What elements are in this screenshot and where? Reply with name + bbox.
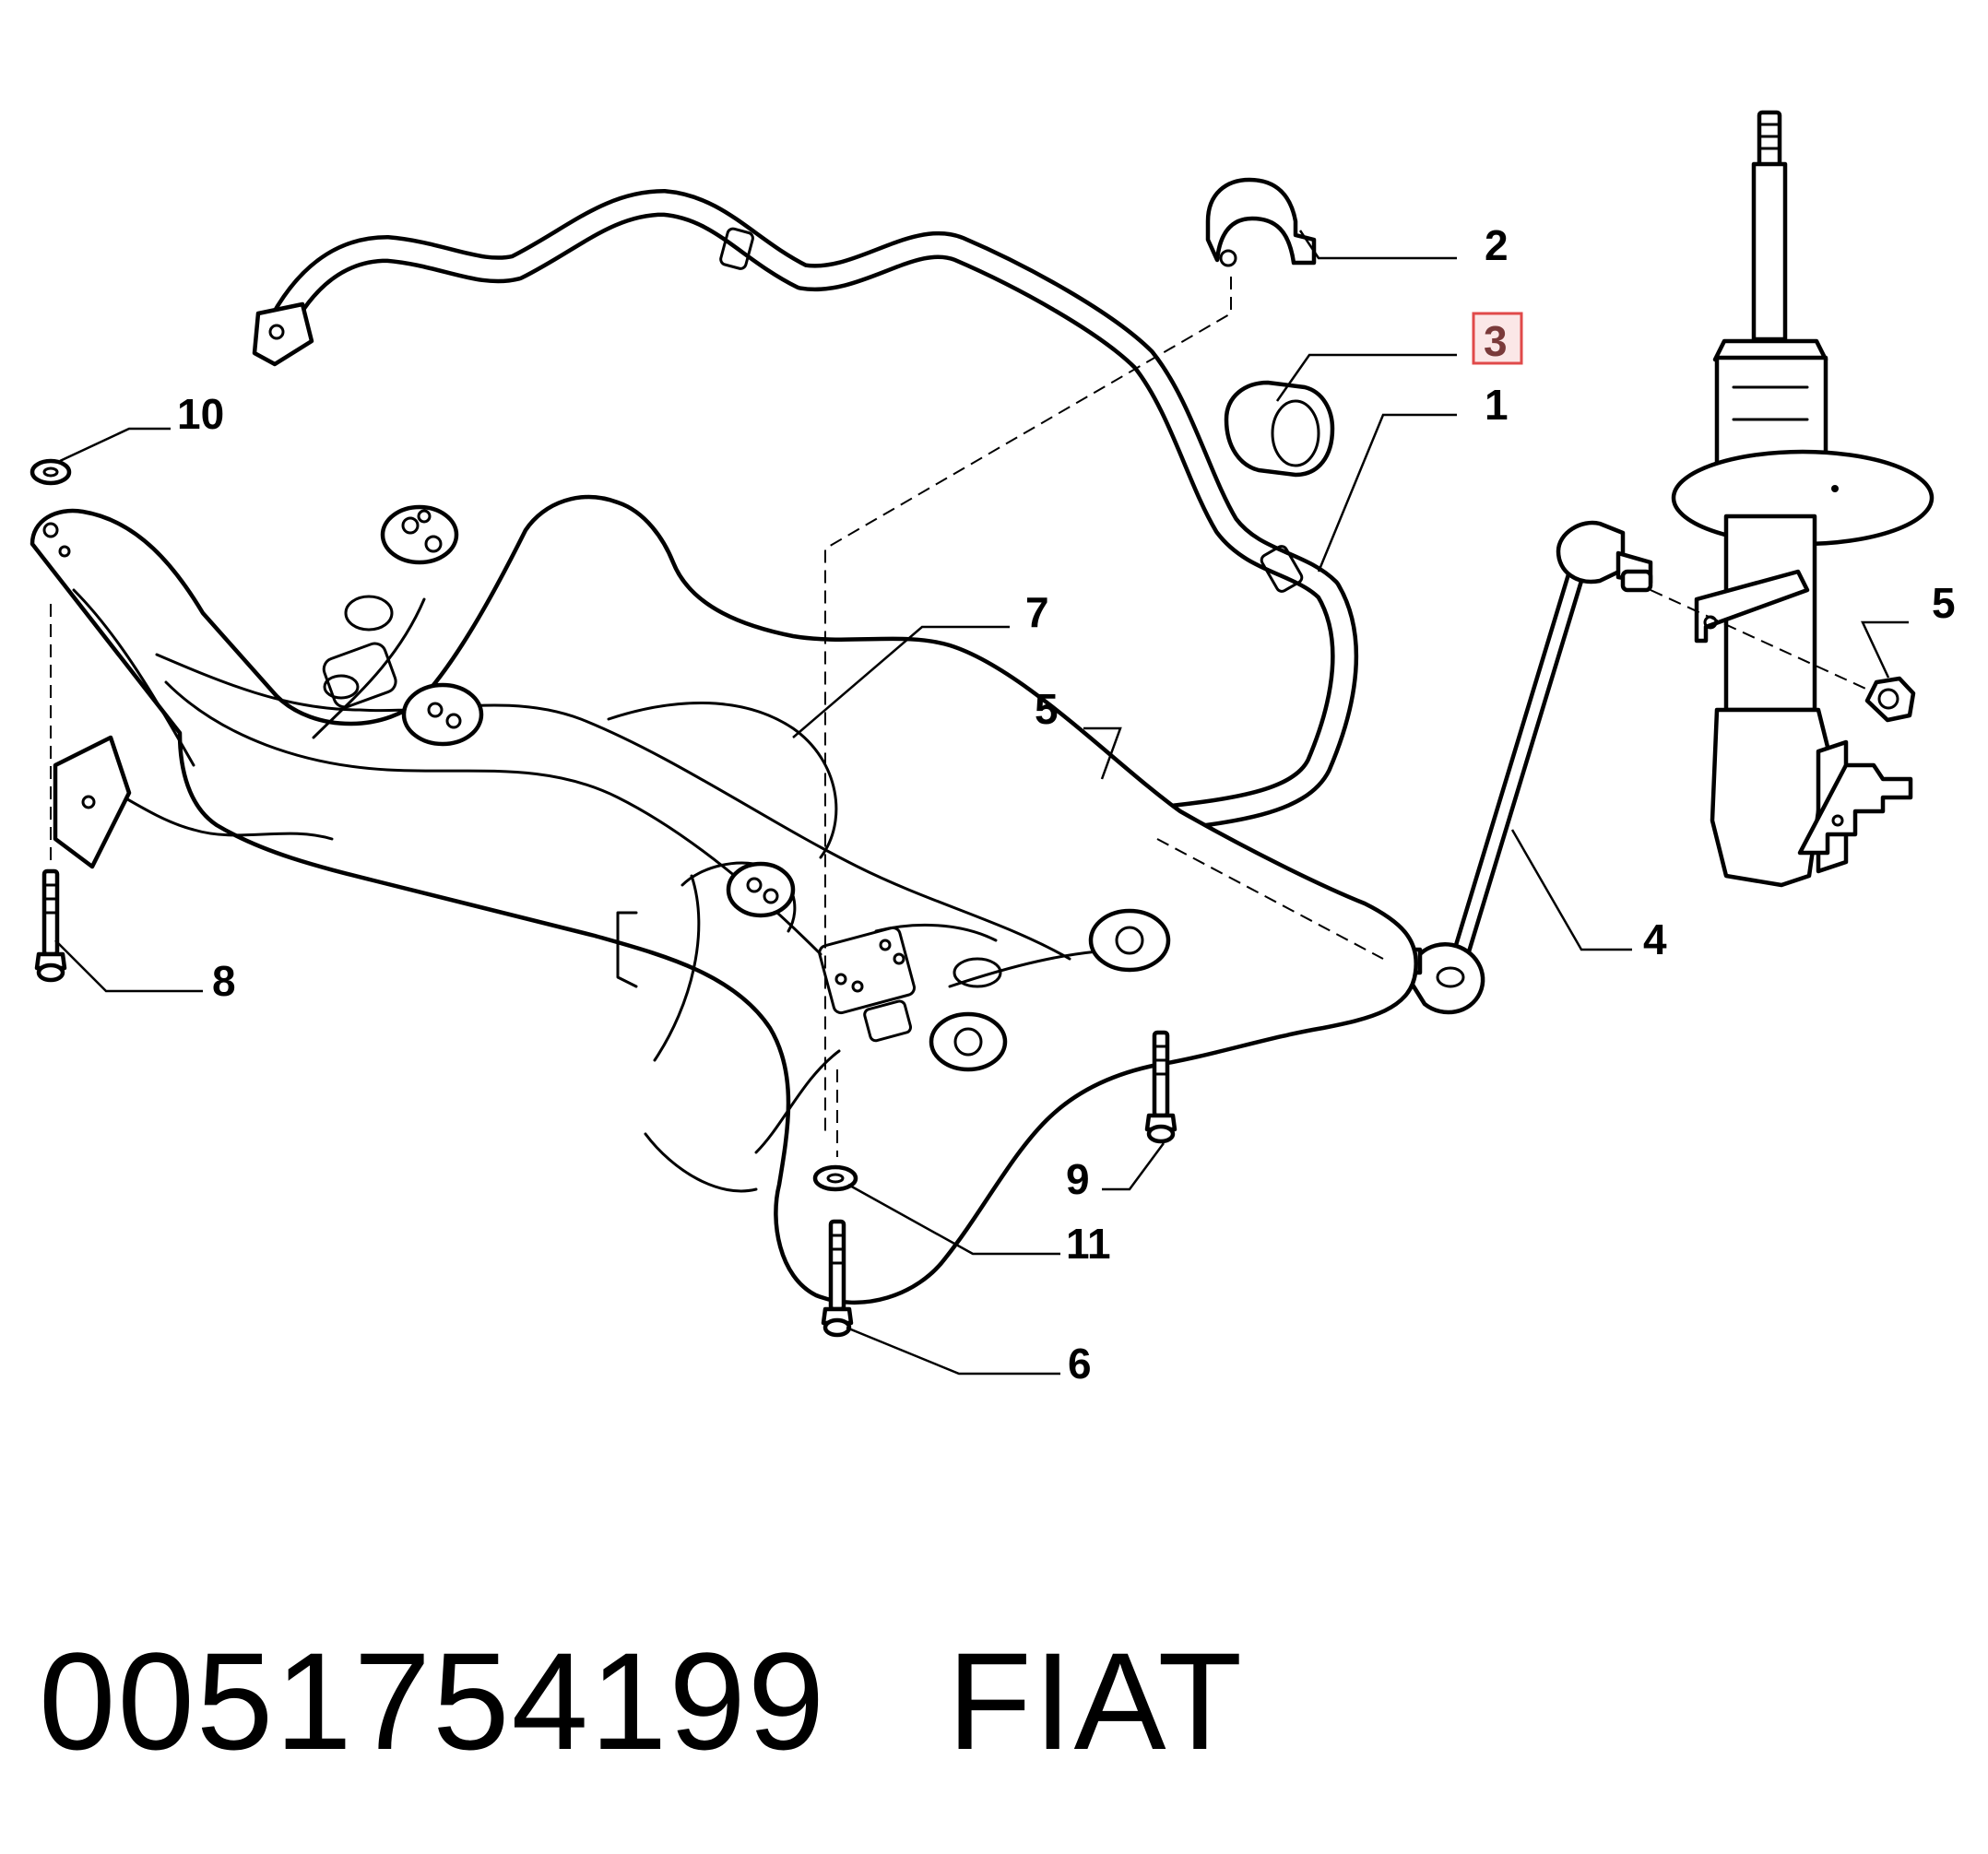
- bolt-6: [821, 1219, 854, 1338]
- highlight-box: [1472, 312, 1523, 365]
- callout-11: 11: [1066, 1220, 1111, 1268]
- callout-7: 7: [1025, 588, 1049, 636]
- alignment-lines: [50, 277, 1873, 1157]
- subframe-crossmember: [30, 494, 1418, 1305]
- part-caption: 0051754199 FIAT: [39, 1632, 1244, 1770]
- callout-5-left: 5: [1035, 685, 1059, 733]
- brand-name: FIAT: [947, 1624, 1245, 1778]
- washer-10: [30, 458, 72, 486]
- callout-4: 4: [1643, 915, 1667, 963]
- bolt-8: [34, 868, 67, 983]
- bar-bushing: [1224, 380, 1335, 478]
- leader-lines: [54, 230, 1909, 1376]
- callout-5-right: 5: [1932, 579, 1956, 627]
- callout-10: 10: [177, 390, 224, 438]
- caption-gap: [826, 1624, 947, 1778]
- stabilizer-link: [1380, 520, 1653, 1015]
- callout-6: 6: [1068, 1340, 1092, 1388]
- callout-2: 2: [1485, 221, 1509, 269]
- bar-clamp: [1205, 177, 1317, 267]
- callout-8: 8: [212, 957, 236, 1005]
- callout-1: 1: [1485, 381, 1509, 429]
- nut-right: [1864, 676, 1916, 723]
- strut-assembly: [1671, 110, 1935, 888]
- bolt-9: [1144, 1030, 1177, 1144]
- callout-3: 3: [1484, 317, 1508, 365]
- part-number: 0051754199: [39, 1624, 827, 1778]
- callout-9: 9: [1066, 1155, 1090, 1203]
- washer-11: [812, 1164, 858, 1192]
